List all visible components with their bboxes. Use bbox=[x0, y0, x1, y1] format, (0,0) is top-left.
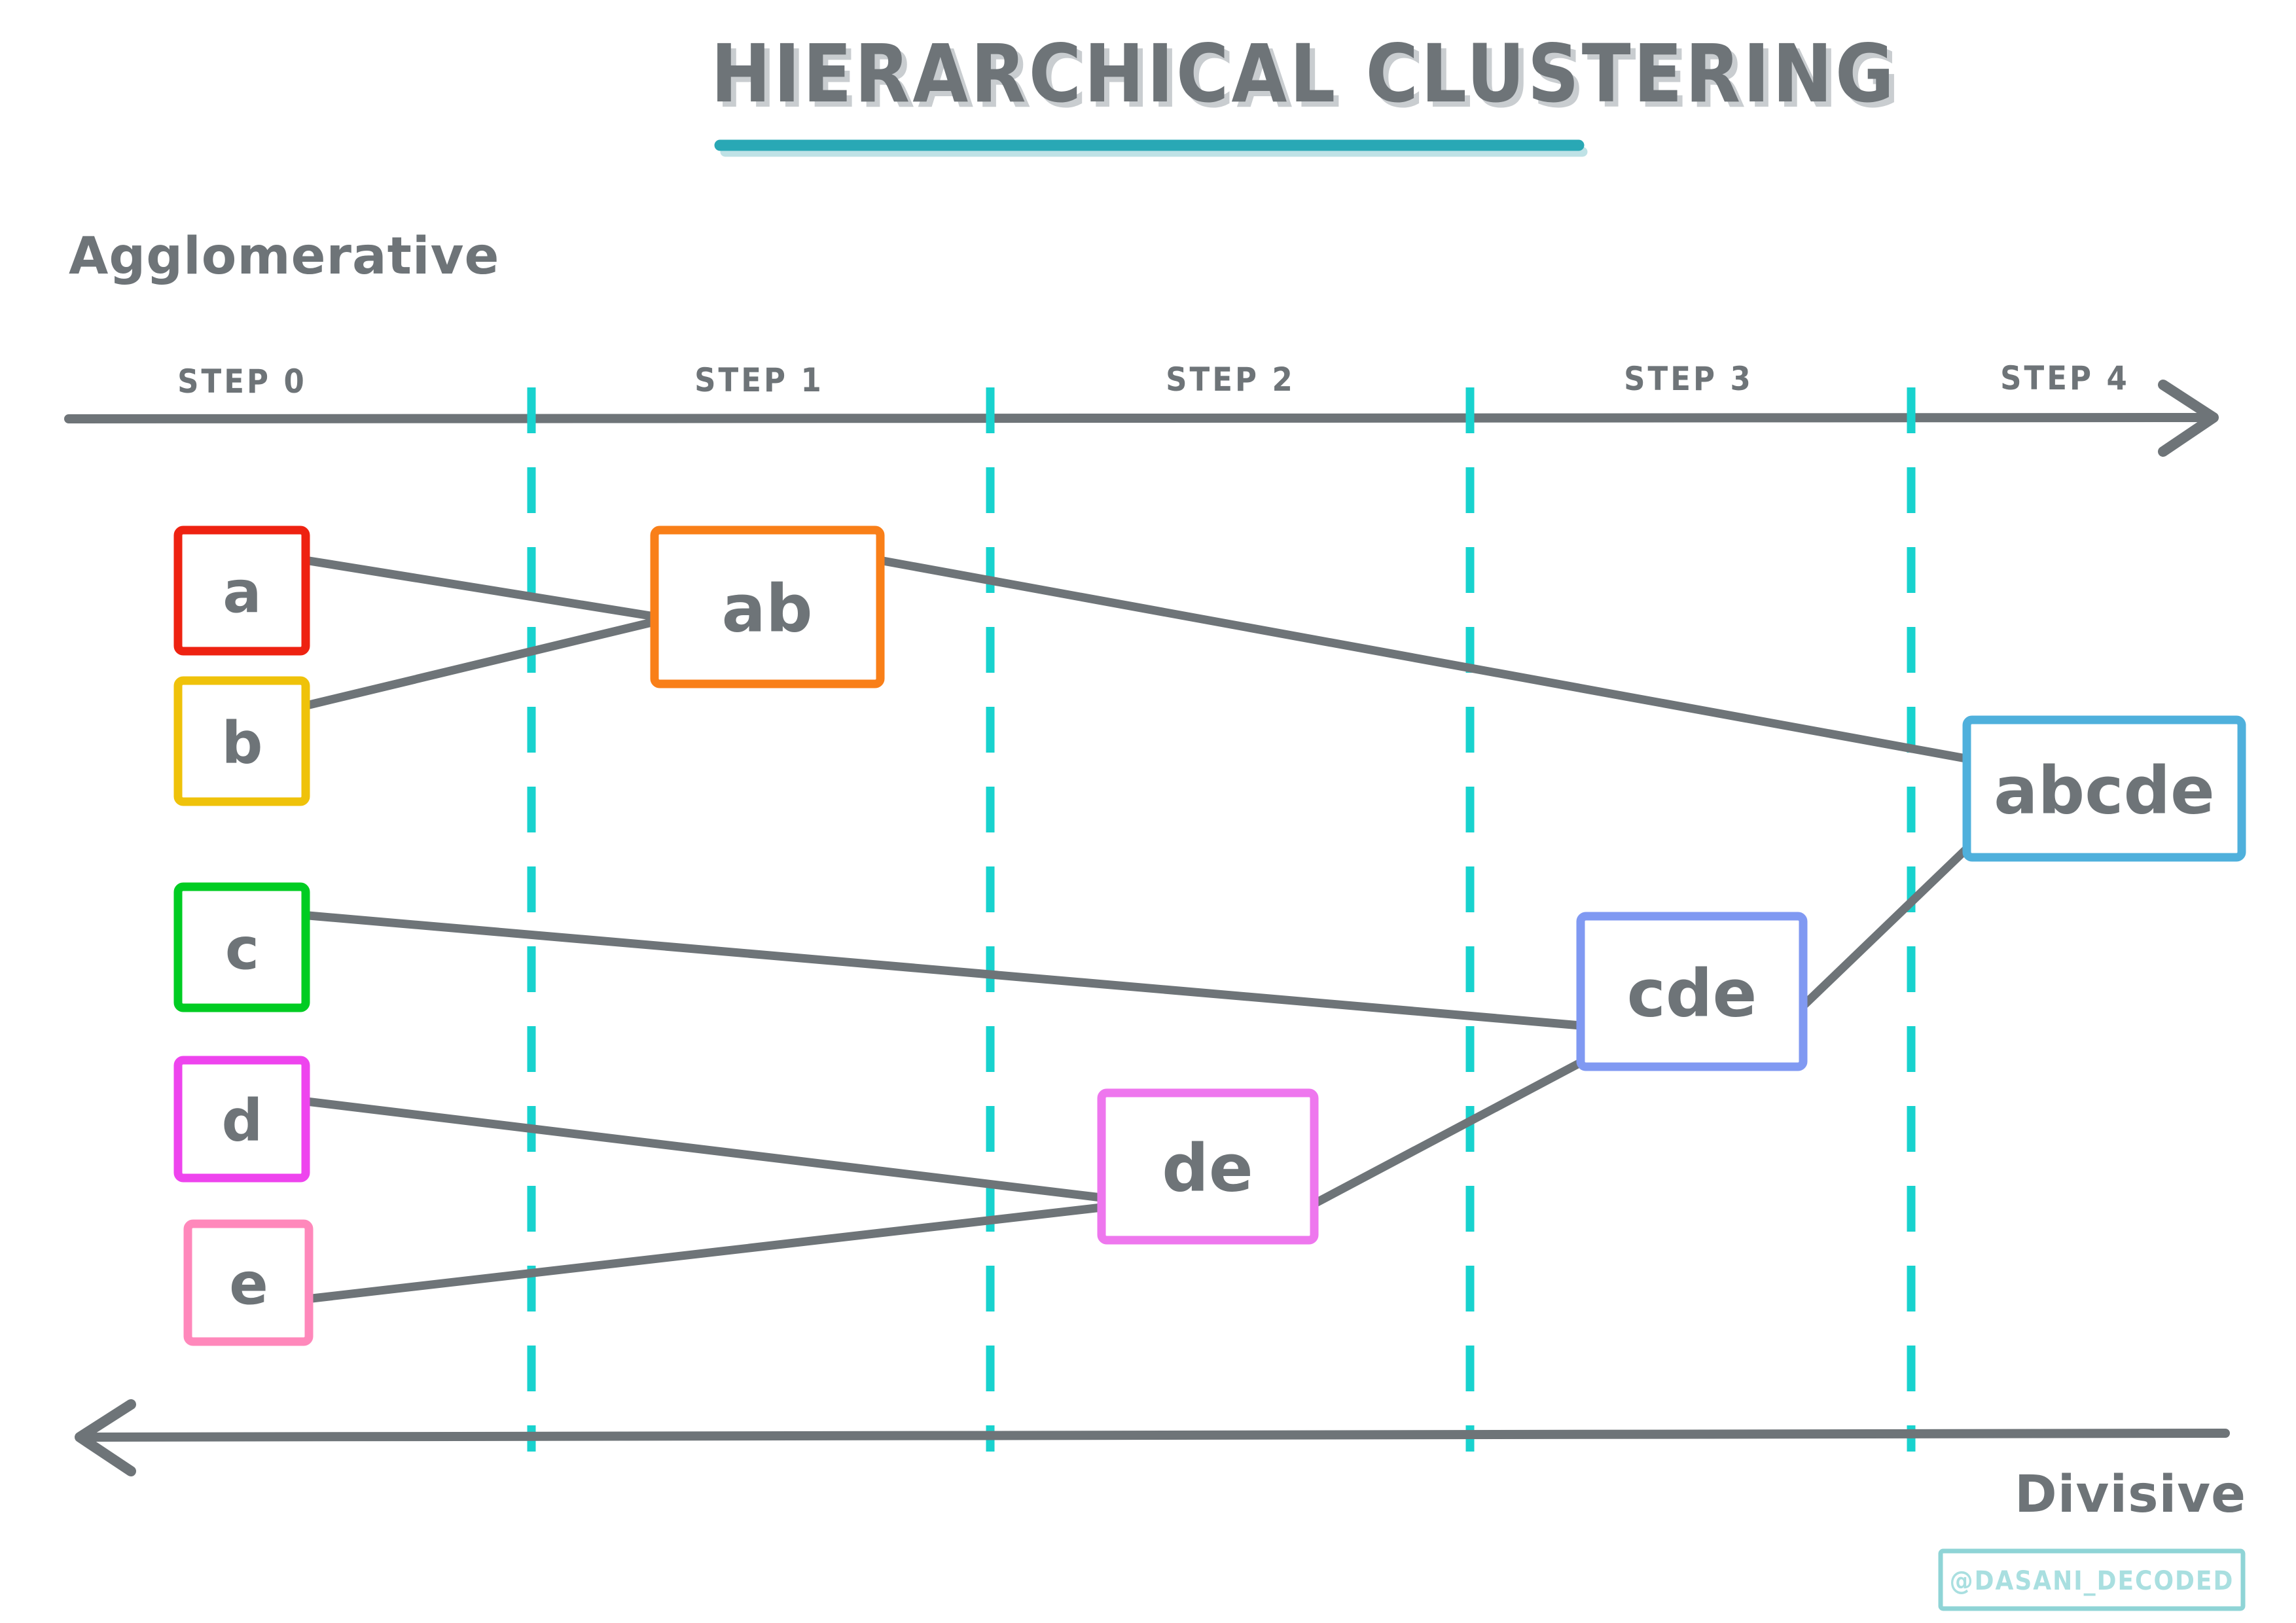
node-e-box[interactable] bbox=[183, 1219, 314, 1346]
watermark: @DASANI_DECODED bbox=[1938, 1548, 2246, 1611]
connector-e-de bbox=[302, 1203, 1106, 1304]
node-a[interactable]: a bbox=[173, 526, 310, 656]
step-label-1: STEP 1 bbox=[694, 361, 824, 399]
node-a-box[interactable] bbox=[173, 526, 310, 656]
node-cde-box[interactable] bbox=[1576, 912, 1808, 1071]
node-de[interactable]: de bbox=[1097, 1088, 1319, 1245]
page-title-text: HIERARCHICAL CLUSTERING bbox=[711, 27, 1897, 120]
node-abcde-box[interactable] bbox=[1962, 715, 2246, 862]
agglomerative-label: Agglomerative bbox=[69, 227, 499, 286]
step-label-0: STEP 0 bbox=[177, 363, 307, 401]
bottom-axis-arrowhead bbox=[75, 1399, 136, 1476]
connector-b-ab bbox=[296, 617, 659, 711]
node-d-label: d bbox=[222, 1087, 263, 1154]
merge-connectors bbox=[296, 555, 1981, 1304]
node-b-label: b bbox=[222, 709, 263, 777]
step-label-3: STEP 3 bbox=[1624, 360, 1753, 398]
connector-ab-abcde bbox=[871, 555, 1981, 765]
connector-d-de bbox=[296, 1096, 1106, 1202]
top-axis-line bbox=[64, 413, 2210, 423]
node-a-label: a bbox=[223, 559, 261, 626]
bottom-axis bbox=[75, 1399, 2230, 1476]
node-d-box[interactable] bbox=[173, 1056, 310, 1183]
node-de-label: de bbox=[1162, 1130, 1253, 1207]
node-c-box[interactable] bbox=[173, 882, 310, 1012]
watermark-box bbox=[1938, 1548, 2246, 1611]
node-abcde-label: abcde bbox=[1994, 753, 2215, 829]
top-axis bbox=[64, 380, 2219, 457]
node-e[interactable]: e bbox=[183, 1219, 314, 1346]
node-abcde[interactable]: abcde bbox=[1962, 715, 2246, 862]
watermark-handle: @DASANI_DECODED bbox=[1950, 1566, 2234, 1596]
connector-cde-abcde bbox=[1797, 840, 1976, 1012]
node-c[interactable]: c bbox=[173, 882, 310, 1012]
node-e-label: e bbox=[229, 1251, 268, 1318]
top-axis-arrowhead bbox=[2158, 380, 2219, 457]
bottom-axis-line bbox=[82, 1429, 2230, 1442]
node-ab-label: ab bbox=[721, 571, 812, 647]
node-d[interactable]: d bbox=[173, 1056, 310, 1183]
page-title-shadow: HIERARCHICAL CLUSTERING bbox=[716, 33, 1902, 126]
divisive-label: Divisive bbox=[2015, 1465, 2246, 1524]
connector-de-cde bbox=[1306, 1057, 1587, 1210]
node-b[interactable]: b bbox=[173, 676, 310, 806]
node-ab[interactable]: ab bbox=[650, 526, 885, 688]
connector-c-cde bbox=[296, 910, 1585, 1030]
step-label-2: STEP 2 bbox=[1166, 361, 1295, 399]
connector-a-ab bbox=[296, 555, 659, 621]
node-de-box[interactable] bbox=[1097, 1088, 1319, 1245]
node-b-box[interactable] bbox=[173, 676, 310, 806]
step-labels: STEP 0 STEP 1 STEP 2 STEP 3 STEP 4 bbox=[177, 359, 2130, 401]
node-cde-label: cde bbox=[1627, 955, 1757, 1032]
page-title: HIERARCHICAL CLUSTERING HIERARCHICAL CLU… bbox=[711, 27, 1902, 157]
node-cde[interactable]: cde bbox=[1576, 912, 1808, 1071]
step-label-4: STEP 4 bbox=[2000, 359, 2130, 397]
node-ab-box[interactable] bbox=[650, 526, 885, 688]
cluster-nodes: a b c d e ab de cde bbox=[173, 526, 2246, 1346]
node-c-label: c bbox=[225, 916, 259, 983]
